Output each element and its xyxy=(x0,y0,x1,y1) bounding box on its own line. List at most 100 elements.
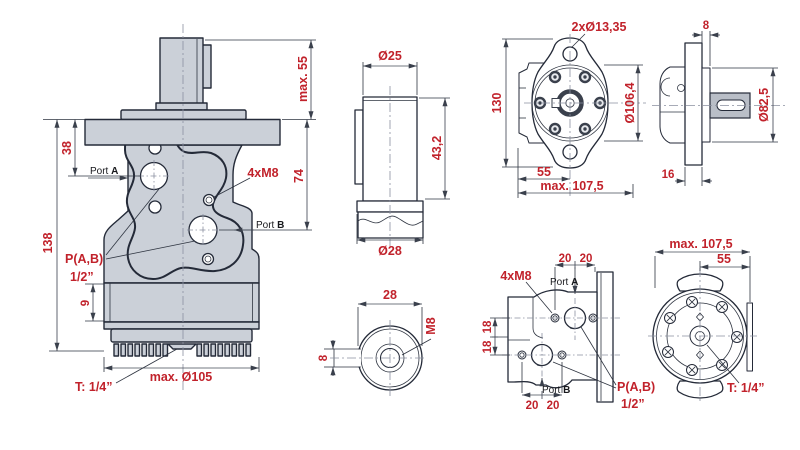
port-b-label: Port B xyxy=(256,220,284,231)
dim-28: 28 xyxy=(357,288,423,346)
dim-dia-106-4: Ø106,4 xyxy=(604,64,643,142)
dim-top-20a: 20 xyxy=(559,253,572,265)
dim-rear-55: 55 xyxy=(699,252,750,271)
dim-dia-28-label: Ø28 xyxy=(378,244,402,258)
dim-74: 74 xyxy=(219,119,312,231)
end-cap-ribs xyxy=(113,343,252,357)
m8-bolt-hole xyxy=(202,193,216,207)
port-thread-top-line2: 1/2” xyxy=(621,397,645,411)
dim-max-55-label: max. 55 xyxy=(296,56,310,102)
dim-max-107-5-flange-label: max. 107,5 xyxy=(540,179,603,193)
housing-band xyxy=(103,321,260,330)
dim-9-label: 9 xyxy=(80,300,92,306)
dim-dia-106-4-label: Ø106,4 xyxy=(623,82,637,123)
port-face-view: 20 20 4xM8 Port A 18 18 Port B xyxy=(482,253,655,412)
dim-dia-25: Ø25 xyxy=(362,49,418,95)
rear-drain-callout: T: 1/4” xyxy=(706,344,765,395)
dim-43-2-label: 43,2 xyxy=(430,136,444,160)
front-view: max. 55 38 74 138 9 max. Ø105 xyxy=(41,24,316,394)
port-thread-callout-top: P(A,B) 1/2” xyxy=(552,326,655,411)
pilot-hub-side xyxy=(701,67,711,143)
flange-edge-on xyxy=(596,271,614,403)
flange-front-view: 2xØ13,35 130 Ø106,4 55 max. 107,5 xyxy=(490,20,646,198)
end-cap xyxy=(110,328,253,343)
port-thread-callout-front: P(A,B) 1/2” xyxy=(65,188,196,284)
dim-dia-82-5-label: Ø82,5 xyxy=(757,88,771,122)
flange-boss xyxy=(120,109,247,121)
dim-55-flange: 55 xyxy=(517,148,570,198)
drain-thread-label: T: 1/4” xyxy=(75,380,113,394)
dim-38-label: 38 xyxy=(60,141,74,155)
thread-m8-label: M8 xyxy=(424,317,438,334)
dim-43-2: 43,2 xyxy=(419,97,450,200)
dim-bottom-20b: 20 xyxy=(547,400,560,412)
rear-bolts xyxy=(662,296,743,376)
shaft-collar xyxy=(155,102,208,111)
break-line xyxy=(357,215,424,226)
port-thread-line1: P(A,B) xyxy=(65,252,103,266)
dim-38: 38 xyxy=(43,119,141,177)
port-a-top-callout: Port A xyxy=(550,277,578,294)
dim-dia-28: Ø28 xyxy=(356,214,424,258)
dim-130: 130 xyxy=(490,38,553,168)
dim-138: 138 xyxy=(41,119,104,352)
rear-right-flat xyxy=(746,302,753,372)
dim-keyway-8-label: 8 xyxy=(318,354,330,361)
output-shaft xyxy=(159,37,204,106)
shaft-detail-view: Ø25 43,2 Ø28 xyxy=(354,49,450,258)
small-hole-mid xyxy=(148,200,162,214)
port-thread-top-line1: P(A,B) xyxy=(617,380,655,394)
flange-plate-side xyxy=(684,42,703,166)
dim-rear-55-label: 55 xyxy=(717,252,731,266)
rear-view: max. 107,5 55 T: 1/4” xyxy=(648,237,765,404)
dim-bottom-20-20: 20 20 xyxy=(521,362,563,412)
dim-max-dia-105: max. Ø105 xyxy=(103,357,260,384)
body-side-profile xyxy=(659,66,686,144)
dim-side-18-18: 18 18 xyxy=(482,317,510,356)
port-a-callout: Port A xyxy=(88,166,128,181)
dim-74-label: 74 xyxy=(292,169,306,183)
dim-side-18a: 18 xyxy=(482,320,494,333)
port-a-top-label: Port A xyxy=(550,277,578,288)
bolt-callout-front: 4xM8 xyxy=(213,166,279,198)
dim-side-18b: 18 xyxy=(482,340,494,353)
housing-section xyxy=(103,282,260,323)
dim-keyway-8: 8 xyxy=(318,340,336,376)
port-thread-line2: 1/2” xyxy=(70,270,94,284)
bolt-callout-label: 4xM8 xyxy=(247,166,278,180)
mount-holes-label: 2xØ13,35 xyxy=(572,20,627,34)
bolt-callout-top-label: 4xM8 xyxy=(500,269,531,283)
dim-hub-8-label: 8 xyxy=(703,20,710,32)
mount-holes-callout: 2xØ13,35 xyxy=(572,20,627,48)
rear-drain-label: T: 1/4” xyxy=(727,381,765,395)
dim-28-label: 28 xyxy=(383,288,397,302)
shaft-detail-key xyxy=(354,109,364,185)
dim-16-label: 16 xyxy=(662,169,675,181)
port-face-outline xyxy=(507,289,598,389)
dim-max-55: max. 55 xyxy=(205,39,316,120)
dim-dia-82-5: Ø82,5 xyxy=(712,67,778,143)
dim-9: 9 xyxy=(80,283,104,322)
dim-138-label: 138 xyxy=(41,233,55,254)
dim-16: 16 xyxy=(662,167,712,186)
flange-side-view: 8 Ø82,5 16 xyxy=(652,20,788,186)
dim-hub-8: 8 xyxy=(692,20,720,66)
port-b-top-callout: Port B xyxy=(539,378,570,396)
thread-callout-m8: M8 xyxy=(401,317,438,356)
dim-top-20b: 20 xyxy=(580,253,593,265)
dim-max-dia-105-label: max. Ø105 xyxy=(150,370,213,384)
dim-rear-107-5: max. 107,5 xyxy=(654,237,751,302)
dim-55-flange-label: 55 xyxy=(537,165,551,179)
dim-130-label: 130 xyxy=(490,93,504,114)
drain-callout: T: 1/4” xyxy=(75,348,178,394)
dim-max-107-5-flange: max. 107,5 xyxy=(518,179,634,198)
dim-rear-107-5-label: max. 107,5 xyxy=(669,237,732,251)
flange-bolt-centers xyxy=(538,75,602,131)
shaft-end-view: 28 8 M8 xyxy=(318,288,438,396)
bolt-callout-top: 4xM8 xyxy=(500,269,553,314)
port-a-label: Port A xyxy=(90,166,118,177)
dim-top-20-20: 20 20 xyxy=(554,253,596,310)
dim-bottom-20a: 20 xyxy=(526,400,539,412)
port-b-callout: Port B xyxy=(234,220,284,233)
